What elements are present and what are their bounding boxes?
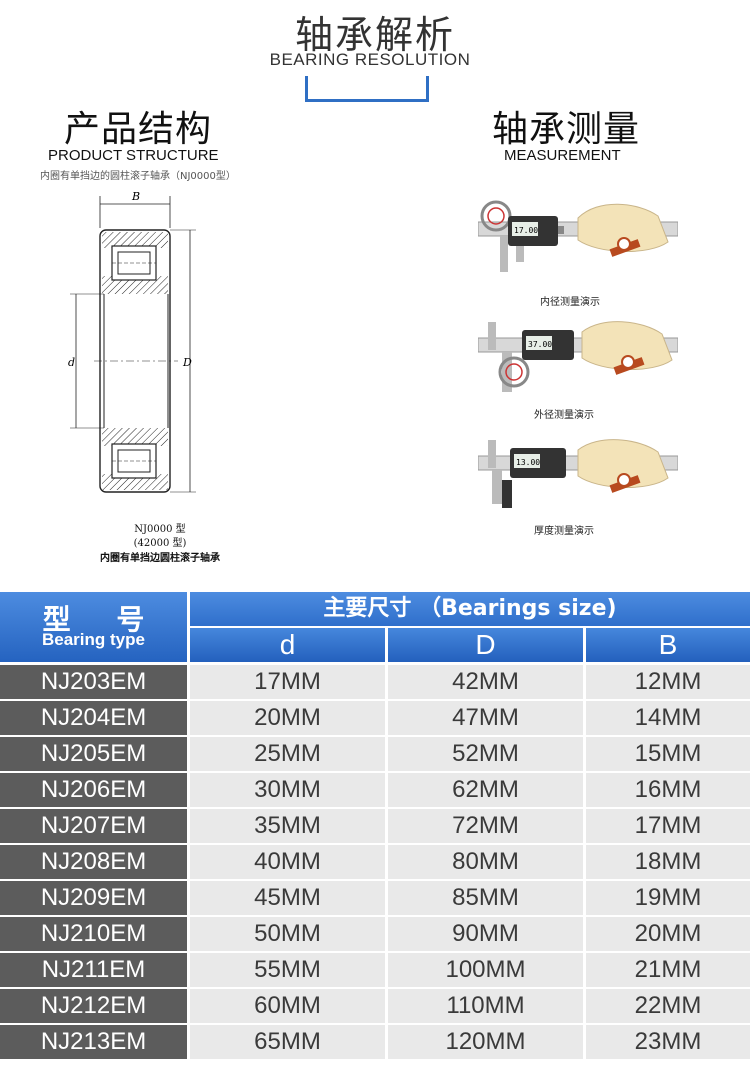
cell-D: 80MM [388,845,583,879]
cell-d: 30MM [190,773,385,807]
cell-d: 60MM [190,989,385,1023]
cell-D: 110MM [388,989,583,1023]
cell-d: 55MM [190,953,385,987]
cell-B: 18MM [586,845,750,879]
cell-B: 17MM [586,809,750,843]
cell-D: 85MM [388,881,583,915]
table-header-type: 型 号 Bearing type [0,592,187,662]
table-header-type-en: Bearing type [42,630,145,649]
cell-bearing-type: NJ212EM [0,989,187,1023]
measurement-subtitle: MEASUREMENT [504,147,621,164]
cell-d: 25MM [190,737,385,771]
caliper-demo-outer: 37.00 [478,321,678,392]
cell-B: 16MM [586,773,750,807]
dim-label-d: d [68,356,75,369]
cell-D: 72MM [388,809,583,843]
caliper-display-1: 17.00 [514,226,538,235]
page-title: 轴承解析 [294,13,455,57]
cell-D: 52MM [388,737,583,771]
cell-d: 40MM [190,845,385,879]
structure-note: 内圈有单挡边的圆柱滚子轴承（NJ0000型） [40,171,236,182]
measurement-title: 轴承测量 [492,109,641,150]
cell-bearing-type: NJ210EM [0,917,187,951]
cell-d: 65MM [190,1025,385,1059]
cell-bearing-type: NJ206EM [0,773,187,807]
cell-bearing-type: NJ205EM [0,737,187,771]
caliper-display-3: 13.00 [516,458,540,467]
cell-B: 20MM [586,917,750,951]
cell-B: 12MM [586,665,750,699]
cell-bearing-type: NJ209EM [0,881,187,915]
table-header-type-zh: 型 号 [42,603,163,636]
table-header-size: 主要尺寸 （Bearings size) [190,592,750,626]
structure-subtitle: PRODUCT STRUCTURE [48,147,219,164]
page-subtitle: BEARING RESOLUTION [269,50,471,69]
cell-d: 17MM [190,665,385,699]
cell-B: 19MM [586,881,750,915]
column-header-d: d [190,628,385,662]
cell-bearing-type: NJ204EM [0,701,187,735]
cell-bearing-type: NJ203EM [0,665,187,699]
cell-D: 47MM [388,701,583,735]
cell-B: 22MM [586,989,750,1023]
demo-caption-inner: 内径测量演示 [540,297,600,308]
cell-d: 50MM [190,917,385,951]
cell-bearing-type: NJ213EM [0,1025,187,1059]
cell-bearing-type: NJ211EM [0,953,187,987]
structure-title: 产品结构 [64,109,213,150]
caliper-display-2: 37.00 [528,340,552,349]
drawing-caption-2: (42000 型) [133,538,187,549]
cell-B: 15MM [586,737,750,771]
caliper-demo-thickness: 13.00 [478,439,678,508]
cell-B: 14MM [586,701,750,735]
cell-B: 23MM [586,1025,750,1059]
title-underline-bracket [305,76,429,102]
cell-d: 20MM [190,701,385,735]
drawing-caption-3: 内圈有单挡边圆柱滚子轴承 [100,553,220,564]
bearing-cross-section-drawing: B d D [68,190,196,493]
dim-label-b: B [131,190,140,203]
demo-caption-outer: 外径测量演示 [534,410,594,421]
cell-D: 120MM [388,1025,583,1059]
cell-d: 45MM [190,881,385,915]
demo-caption-thickness: 厚度测量演示 [534,526,594,537]
cell-bearing-type: NJ207EM [0,809,187,843]
cell-bearing-type: NJ208EM [0,845,187,879]
drawing-caption-1: NJ0000 型 [134,524,186,535]
cell-D: 90MM [388,917,583,951]
cell-D: 100MM [388,953,583,987]
cell-D: 62MM [388,773,583,807]
column-header-D: D [388,628,583,662]
cell-D: 42MM [388,665,583,699]
cell-d: 35MM [190,809,385,843]
dim-label-D: D [182,356,192,369]
column-header-B: B [586,628,750,662]
caliper-demo-inner: 17.00 [478,200,678,272]
cell-B: 21MM [586,953,750,987]
